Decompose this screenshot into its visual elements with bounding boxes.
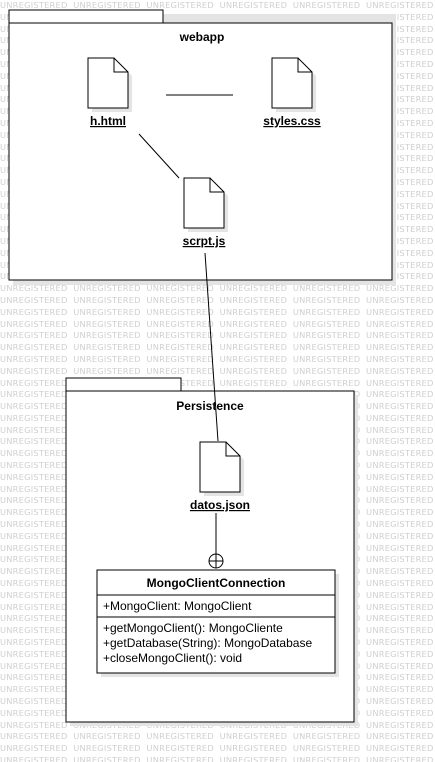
- file-label: datos.json: [190, 498, 250, 512]
- file-icon: [183, 177, 225, 229]
- file-label: styles.css: [263, 114, 321, 128]
- file-fold: [209, 178, 224, 193]
- file-fold: [225, 442, 240, 457]
- watermark-line: UNREGISTERED UNREGISTERED UNREGISTERED U…: [0, 306, 434, 317]
- watermark-line: UNREGISTERED UNREGISTERED UNREGISTERED U…: [0, 330, 434, 341]
- watermark-line: UNREGISTERED UNREGISTERED UNREGISTERED U…: [0, 755, 434, 762]
- file-label: h.html: [90, 114, 126, 128]
- class-operation: +getDatabase(String): MongoDatabase: [103, 636, 312, 650]
- file-label: scrpt.js: [183, 234, 226, 248]
- nesting-circle-icon: [208, 553, 224, 569]
- watermark-line: UNREGISTERED UNREGISTERED UNREGISTERED U…: [0, 0, 434, 10]
- package-title: webapp: [179, 30, 225, 44]
- watermark-line: UNREGISTERED UNREGISTERED UNREGISTERED U…: [0, 743, 434, 754]
- file-datos-json[interactable]: datos.json: [190, 441, 250, 512]
- file-icon: [271, 57, 313, 109]
- package-webapp[interactable]: webapp: [8, 9, 396, 285]
- link-h-html-scrpt-js: [138, 133, 180, 179]
- file-scrpt-js[interactable]: scrpt.js: [183, 177, 228, 248]
- package-tab: [65, 377, 182, 392]
- class-operation: +closeMongoClient(): void: [103, 651, 242, 665]
- class-box: [96, 569, 336, 674]
- package-body: [8, 22, 393, 281]
- file-fold: [297, 58, 312, 73]
- class-attribute: +MongoClient: MongoClient: [103, 599, 252, 613]
- class-operation: +getMongoClient(): MongoCliente: [103, 621, 283, 635]
- watermark-line: UNREGISTERED UNREGISTERED UNREGISTERED U…: [0, 294, 434, 305]
- file-icon: [199, 441, 241, 493]
- file-icon: [87, 57, 129, 109]
- watermark-line: UNREGISTERED UNREGISTERED UNREGISTERED U…: [0, 365, 434, 376]
- watermark-line: UNREGISTERED UNREGISTERED UNREGISTERED U…: [0, 342, 434, 353]
- package-tab: [8, 9, 164, 24]
- file-styles-css[interactable]: styles.css: [263, 57, 321, 128]
- watermark-line: UNREGISTERED UNREGISTERED UNREGISTERED U…: [0, 318, 434, 329]
- watermark-line: UNREGISTERED UNREGISTERED UNREGISTERED U…: [0, 283, 434, 294]
- file-h-html[interactable]: h.html: [87, 57, 132, 128]
- link-scrpt-js-datos-json: [204, 252, 219, 442]
- watermark-line: UNREGISTERED UNREGISTERED UNREGISTERED U…: [0, 353, 434, 364]
- class-mongo-client-connection[interactable]: MongoClientConnection +MongoClient: Mong…: [96, 569, 339, 677]
- class-name: MongoClientConnection: [147, 576, 286, 590]
- watermark-line: UNREGISTERED UNREGISTERED UNREGISTERED U…: [0, 731, 434, 742]
- file-fold: [113, 58, 128, 73]
- package-title: Persistence: [176, 399, 244, 413]
